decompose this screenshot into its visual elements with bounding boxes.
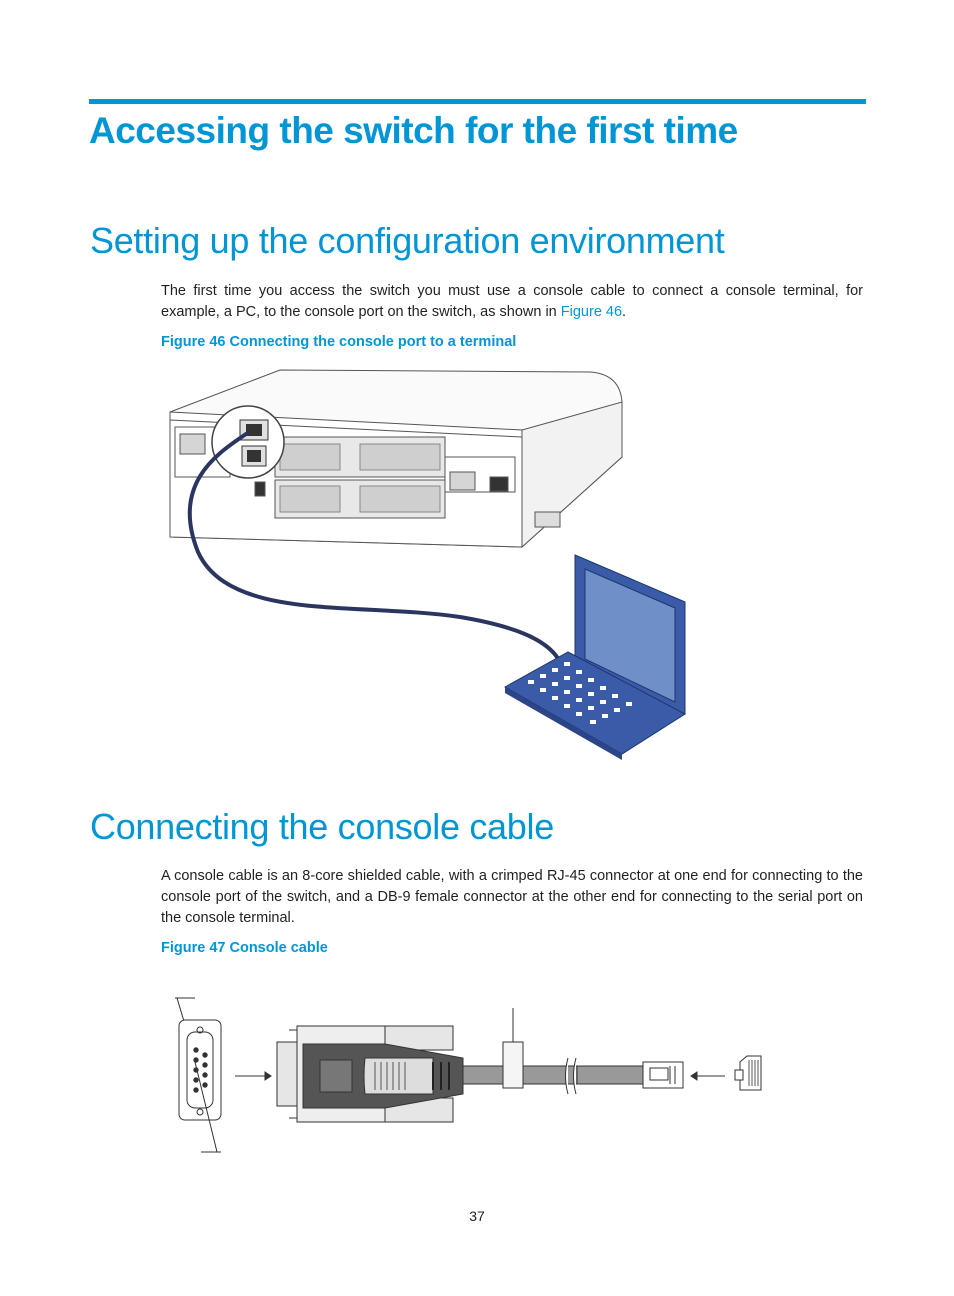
figure-46-caption: Figure 46 Connecting the console port to… [161, 334, 517, 350]
chapter-rule [89, 99, 866, 104]
paragraph-text: The first time you access the switch you… [161, 283, 863, 320]
db9-housing [276, 1025, 464, 1123]
rj45-plug-front [734, 1055, 762, 1091]
chapter-title: Accessing the switch for the first time [89, 110, 738, 151]
paragraph-text-end: . [622, 304, 627, 320]
section-title-console-cable: Connecting the console cable [90, 806, 554, 847]
figure-47-illustration [175, 997, 762, 1153]
db9-connector-face [175, 997, 222, 1153]
console-port-magnifier [211, 405, 285, 479]
console-cable [187, 432, 562, 664]
rj45-plug-side [642, 1061, 684, 1089]
paragraph-config-env: The first time you access the switch you… [161, 281, 863, 323]
section-title-config-env: Setting up the configuration environment [90, 220, 725, 261]
ferrite-bead [502, 1041, 524, 1089]
page-number: 37 [469, 1208, 485, 1224]
paragraph-console-cable: A console cable is an 8-core shielded ca… [161, 868, 863, 926]
figure-46-link[interactable]: Figure 46 [560, 304, 623, 320]
figure-47-caption: Figure 47 Console cable [161, 940, 328, 956]
laptop-icon [503, 554, 686, 760]
figure-46-illustration [169, 369, 686, 760]
